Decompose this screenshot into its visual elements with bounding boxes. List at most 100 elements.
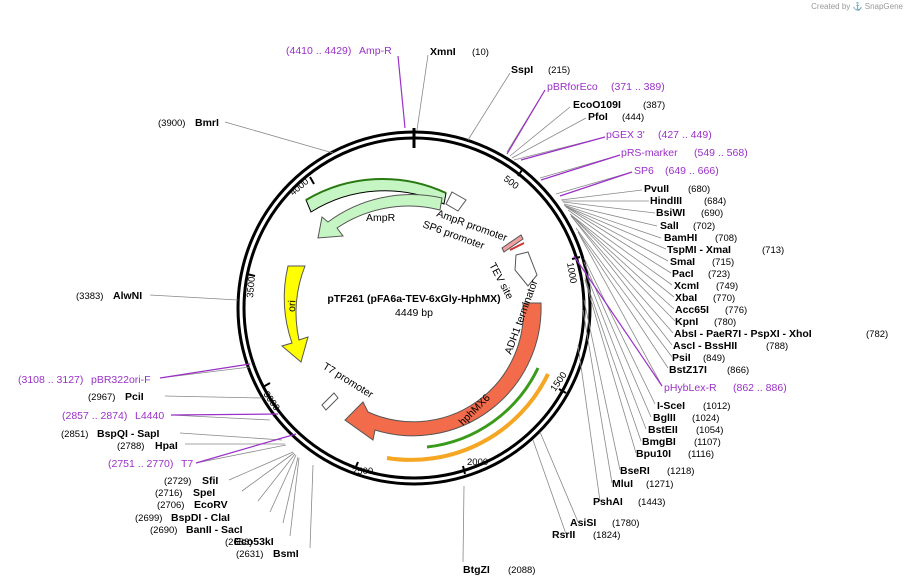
site-label-l4440: L4440 bbox=[135, 410, 164, 422]
site-pos-pbr322ori-f: (3108 .. 3127) bbox=[18, 374, 83, 386]
site-pos-bsiwi: (690) bbox=[701, 208, 723, 219]
site-label-pvuii: PvuII bbox=[644, 183, 669, 195]
site-pos-l4440: (2857 .. 2874) bbox=[62, 410, 127, 422]
tick-3500 bbox=[246, 273, 256, 277]
site-pos-prs-marker: (549 .. 568) bbox=[694, 147, 748, 159]
site-label-smai: SmaI bbox=[670, 256, 695, 268]
site-label-ecoo109i: EcoO109I bbox=[573, 99, 621, 111]
feature-label-t7-promoter: T7 promoter bbox=[320, 360, 375, 401]
site-label-asci-bsshii: AscI - BssHII bbox=[673, 340, 737, 352]
site-label-bsiwi: BsiWI bbox=[656, 207, 685, 219]
site-label-banii-saci: BanII - SacI bbox=[186, 524, 243, 536]
site-pos-alwni: (3383) bbox=[76, 291, 103, 302]
sp6-promoter-arrow bbox=[445, 191, 467, 212]
site-pos-sspi: (215) bbox=[548, 65, 570, 76]
site-pos-xbai: (770) bbox=[713, 293, 735, 304]
tick-2500 bbox=[354, 461, 359, 470]
site-label-bmgbi: BmgBI bbox=[642, 436, 676, 448]
site-pos-bseri: (1218) bbox=[667, 466, 694, 477]
site-label-bspdi-clai: BspDI - ClaI bbox=[171, 512, 230, 524]
site-label-bamhi: BamHI bbox=[664, 232, 697, 244]
site-label-sspi: SspI bbox=[511, 64, 533, 76]
site-pos-acc65i: (776) bbox=[725, 305, 747, 316]
site-label-pbr322ori-f: pBR322ori-F bbox=[91, 374, 151, 386]
site-label-bspqi-sapi: BspQI - SapI bbox=[97, 428, 160, 440]
site-pos-bpu10i: (1116) bbox=[688, 449, 714, 460]
site-pos-pshai: (1443) bbox=[638, 497, 665, 508]
hphmx6-arrow bbox=[344, 302, 542, 441]
site-pos-ecoo109i: (387) bbox=[643, 100, 665, 111]
site-label-pcii: PciI bbox=[125, 391, 144, 403]
site-label-phyblex-r: pHybLex-R bbox=[664, 382, 717, 394]
site-label-eco53ki: Eco53kI bbox=[234, 536, 274, 548]
feature-leader-lines bbox=[159, 55, 663, 464]
site-pos-pcii: (2967) bbox=[88, 392, 115, 403]
site-pos-kpni: (780) bbox=[714, 317, 736, 328]
tev-site-marker bbox=[501, 234, 524, 253]
site-pos-smai: (715) bbox=[712, 257, 734, 268]
feature-label-ampr: AmpR bbox=[366, 212, 396, 224]
site-label-psii: PsiI bbox=[672, 352, 691, 364]
site-pos-sali: (702) bbox=[693, 221, 715, 232]
t7-promoter-arrow bbox=[321, 392, 339, 411]
site-pos-bspdi-clai: (2699) bbox=[135, 513, 162, 524]
site-label-alwni: AlwNI bbox=[113, 290, 142, 302]
ampr-arrow bbox=[317, 194, 443, 239]
tick-1500 bbox=[558, 388, 567, 394]
site-label-xmni: XmnI bbox=[430, 46, 456, 58]
site-label-i-scei: I-SceI bbox=[657, 400, 685, 412]
site-label-rsrii: RsrII bbox=[552, 529, 575, 541]
site-pos-absi-xhoi: (782) bbox=[866, 329, 888, 340]
site-pos-pgex3: (427 .. 449) bbox=[658, 129, 712, 141]
site-label-bsteii: BstEII bbox=[648, 424, 678, 436]
ori-arrow bbox=[280, 265, 309, 363]
site-label-spei: SpeI bbox=[193, 487, 215, 499]
credit-brand: SnapGene bbox=[864, 2, 903, 11]
site-label-pfoi: PfoI bbox=[588, 111, 608, 123]
tev-site-line bbox=[509, 242, 525, 251]
site-pos-banii-saci: (2690) bbox=[150, 525, 177, 536]
site-pos-xcmi: (749) bbox=[716, 281, 738, 292]
site-pos-psii: (849) bbox=[703, 353, 725, 364]
site-pos-mlui: (1271) bbox=[646, 479, 673, 490]
site-pos-pbrforeco: (371 .. 389) bbox=[611, 81, 665, 93]
tick-label-2000: 2000 bbox=[467, 457, 488, 468]
site-pos-bsmi: (2631) bbox=[236, 549, 263, 560]
tick-label-3500: 3500 bbox=[245, 276, 258, 298]
site-label-bmri: BmrI bbox=[195, 117, 219, 129]
tick-label-4000: 4000 bbox=[288, 176, 311, 198]
hphmx6-green-strand bbox=[426, 367, 540, 449]
snapgene-credit: Created by ⚓ SnapGene bbox=[811, 2, 903, 11]
site-pos-bsteii: (1054) bbox=[696, 425, 723, 436]
site-pos-asisi: (1780) bbox=[612, 518, 639, 529]
site-pos-sfii: (2729) bbox=[164, 476, 191, 487]
site-label-sali: SalI bbox=[660, 220, 679, 232]
site-label-hpai: HpaI bbox=[155, 440, 178, 452]
snapgene-logo-icon: ⚓ bbox=[852, 2, 863, 11]
site-label-t7: T7 bbox=[181, 458, 193, 470]
site-pos-bamhi: (708) bbox=[715, 233, 737, 244]
site-labels: (4410 .. 4429) Amp-R XmnI (10) SspI (215… bbox=[18, 45, 888, 576]
tick-label-500: 500 bbox=[501, 174, 520, 192]
site-pos-xmni: (10) bbox=[472, 47, 489, 58]
site-label-tspmi-xmai: TspMI - XmaI bbox=[667, 244, 731, 256]
site-label-paci: PacI bbox=[672, 268, 694, 280]
site-pos-bmri: (3900) bbox=[158, 118, 185, 129]
site-label-ecorv: EcoRV bbox=[194, 499, 228, 511]
hphmx6-orange-strand bbox=[386, 373, 550, 462]
site-label-xcmi: XcmI bbox=[674, 280, 699, 292]
site-label-kpni: KpnI bbox=[675, 316, 698, 328]
site-pos-hpai: (2788) bbox=[117, 441, 144, 452]
site-pos-sp6: (649 .. 666) bbox=[665, 165, 719, 177]
adh1-terminator-arrow bbox=[514, 251, 538, 287]
site-label-sp6: SP6 bbox=[634, 165, 654, 177]
site-pos-bstz17i: (866) bbox=[727, 365, 749, 376]
leader-lines bbox=[149, 54, 676, 563]
site-pos-eco53ki: (2688) bbox=[225, 537, 252, 548]
site-pos-bmgbi: (1107) bbox=[694, 437, 721, 448]
site-pos-amp-r: (4410 .. 4429) bbox=[286, 45, 351, 57]
site-pos-bspqi-sapi: (2851) bbox=[61, 429, 88, 440]
site-pos-hindiii: (684) bbox=[704, 196, 726, 207]
site-pos-bglii: (1024) bbox=[692, 413, 719, 424]
